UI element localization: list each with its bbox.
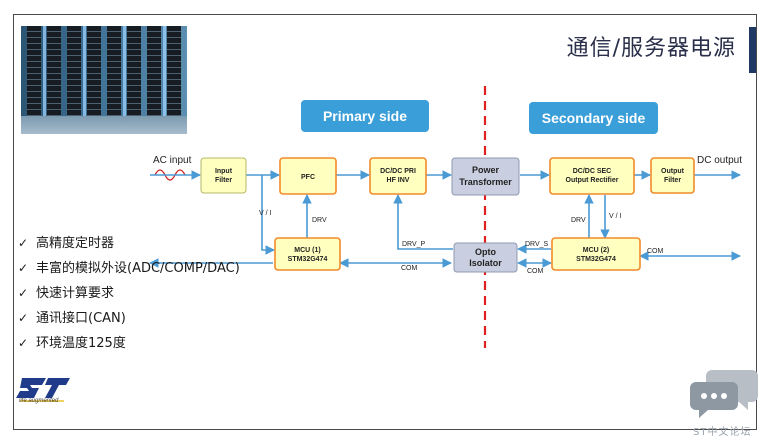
pfc-block: [279, 157, 337, 195]
drv-p-label: DRV_P: [402, 241, 426, 248]
input-filter-block: [200, 157, 247, 194]
dcdc-sec-block: [549, 157, 635, 195]
feature-item: ✓ 快速计算要求: [18, 281, 240, 306]
opto-label-1: Opto: [475, 247, 496, 257]
feature-text: 高精度定时器: [36, 236, 115, 251]
check-icon: ✓: [18, 336, 29, 350]
power-transformer-block: [451, 157, 520, 196]
transformer-label-1: Power: [472, 165, 500, 175]
output-filter-label-1: Output: [661, 168, 685, 175]
dcdc-pri-block: [369, 157, 427, 195]
dcdc-pri-label-2: HF INV: [387, 177, 410, 184]
feature-text: 快速计算要求: [36, 286, 115, 301]
title-accent-bar: [749, 27, 756, 73]
input-filter-label-2: Filter: [215, 177, 232, 184]
datacenter-photo: [21, 26, 187, 134]
feature-text: 通讯接口(CAN): [36, 311, 126, 326]
mcu1-label-1: MCU (1): [294, 247, 320, 254]
opto-isolator-block: [453, 242, 518, 273]
mcu2-block: [551, 237, 641, 271]
secondary-side-label: Secondary side: [529, 102, 658, 134]
vi-left-label: V / I: [259, 210, 272, 217]
feature-list: ✓ 高精度定时器 ✓ 丰富的模拟外设(ADC/COMP/DAC) ✓ 快速计算要求 ✓…: [18, 231, 240, 356]
arrow-vi-sense-left: [261, 175, 275, 255]
com-left-label: COM: [401, 265, 418, 272]
arrow-drv-p: [393, 194, 453, 250]
mcu1-label-2: STM32G474: [288, 256, 328, 263]
vi-right-label: V / I: [609, 213, 622, 220]
drv-right-label: DRV: [571, 217, 586, 224]
transformer-label-2: Transformer: [459, 177, 512, 187]
feature-item: ✓ 丰富的模拟外设(ADC/COMP/DAC): [18, 256, 240, 281]
forum-watermark: ST中文论坛: [693, 427, 752, 438]
com-right-label: COM: [647, 248, 664, 255]
slide: 通信/服务器电源: [13, 14, 757, 430]
feature-item: ✓ 环境温度125度: [18, 331, 240, 356]
dcdc-sec-label-1: DC/DC SEC: [573, 168, 612, 175]
check-icon: ✓: [18, 236, 29, 250]
dcdc-pri-label-1: DC/DC PRI: [380, 168, 416, 175]
chat-bubble-icon: [690, 370, 758, 418]
check-icon: ✓: [18, 286, 29, 300]
logo-tagline: life.augmented: [19, 398, 59, 404]
ac-input-label: AC input: [153, 155, 192, 166]
feature-text: 环境温度125度: [36, 336, 126, 351]
com-mid-label: COM: [527, 268, 544, 275]
dcdc-sec-label-2: Output Rectifier: [566, 177, 619, 184]
mcu1-block: [274, 237, 341, 271]
slide-title: 通信/服务器电源: [566, 36, 736, 61]
pfc-label: PFC: [301, 174, 315, 181]
mcu2-label-1: MCU (2): [583, 247, 609, 254]
check-icon: ✓: [18, 311, 29, 325]
check-icon: ✓: [18, 261, 29, 275]
drv-left-label: DRV: [312, 217, 327, 224]
drv-s-label: DRV_S: [525, 241, 549, 248]
feature-item: ✓ 高精度定时器: [18, 231, 240, 256]
input-filter-label-1: Input: [215, 168, 233, 175]
sine-wave-icon: [154, 169, 186, 181]
st-logo-icon: [16, 378, 70, 402]
output-filter-label-2: Filter: [664, 177, 681, 184]
mcu2-label-2: STM32G474: [576, 256, 616, 263]
feature-item: ✓ 通讯接口(CAN): [18, 306, 240, 331]
primary-side-label: Primary side: [301, 100, 429, 132]
opto-label-2: Isolator: [469, 258, 502, 268]
output-filter-block: [650, 157, 695, 194]
feature-text: 丰富的模拟外设(ADC/COMP/DAC): [36, 261, 240, 276]
dc-output-label: DC output: [697, 155, 742, 166]
